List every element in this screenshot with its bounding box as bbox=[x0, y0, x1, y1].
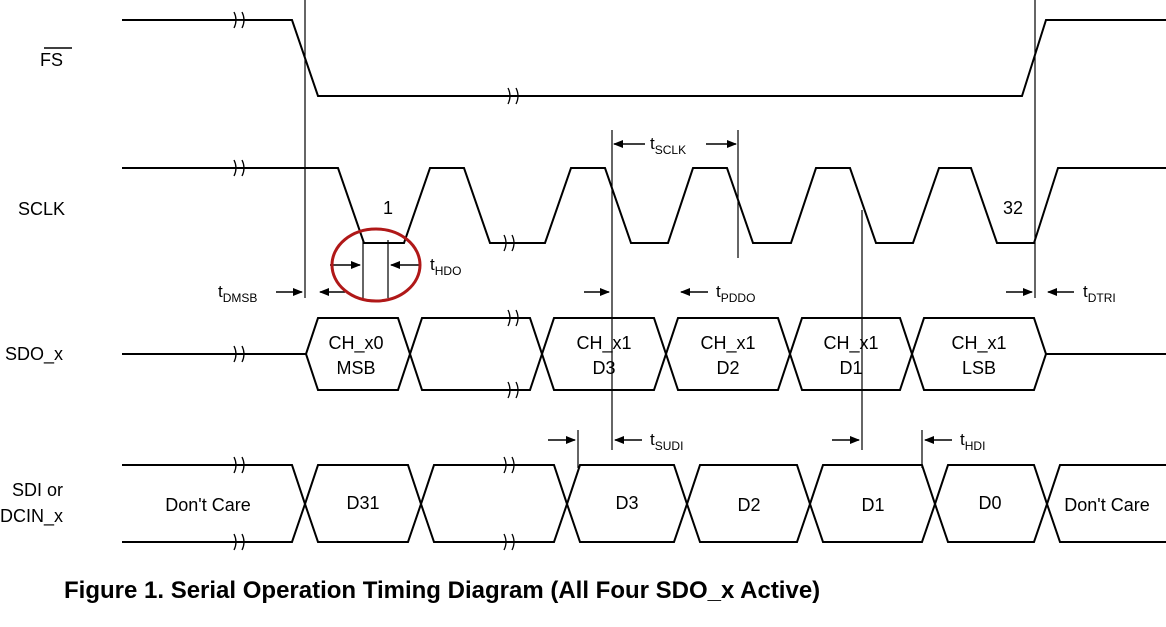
sdi-break-2 bbox=[233, 533, 245, 551]
sdo-cell-shape-gap bbox=[408, 317, 544, 391]
sdi-cell-6: Don't Care bbox=[1064, 495, 1149, 515]
fs-label: FS bbox=[40, 50, 63, 70]
sclk-edge-last: 32 bbox=[1003, 198, 1023, 218]
sdo-waveform: CH_x0 MSB CH_x1 D3 CH_x1 D2 CH_x1 D1 CH_… bbox=[122, 309, 1166, 399]
tdmsb-label: tDMSB bbox=[218, 282, 257, 305]
timing-annotations: tSCLK tHDO tDMSB tPDDO tDTRI tSUDI tHDI bbox=[218, 134, 1116, 453]
sclk-break-2 bbox=[503, 234, 515, 252]
sdi-break-1 bbox=[233, 456, 245, 474]
sdo-cell-2-line1: CH_x1 bbox=[700, 333, 755, 354]
sdi-cell-1: D31 bbox=[346, 493, 379, 513]
sdo-cell-shape-4 bbox=[910, 317, 1048, 391]
sdo-cell-1-line1: CH_x1 bbox=[576, 333, 631, 354]
sdi-waveform: Don't Care D31 D3 D2 D1 D0 Don't Care bbox=[122, 456, 1166, 551]
sdo-cell-2-line2: D2 bbox=[716, 358, 739, 378]
sdo-break-2 bbox=[507, 309, 519, 327]
highlight-circle bbox=[330, 227, 422, 303]
sdi-cell-2: D3 bbox=[615, 493, 638, 513]
sdo-cell-1-line2: D3 bbox=[592, 358, 615, 378]
sdo-cell-shape-1 bbox=[540, 317, 668, 391]
figure-caption: Figure 1. Serial Operation Timing Diagra… bbox=[64, 577, 820, 604]
sclk-edge-first: 1 bbox=[383, 198, 393, 218]
tsclk-label: tSCLK bbox=[650, 134, 686, 157]
sdi-cell-5: D0 bbox=[978, 493, 1001, 513]
signal-labels: FS SCLK SDO_x SDI or DCIN_x bbox=[0, 47, 72, 527]
sdo-cell-4-line1: CH_x1 bbox=[951, 333, 1006, 354]
sdi-label-line2: DCIN_x bbox=[0, 506, 63, 527]
guide-lines bbox=[304, 0, 1036, 468]
sdo-break-3 bbox=[507, 381, 519, 399]
sdo-cell-3-line2: D1 bbox=[839, 358, 862, 378]
sdo-cell-3-line1: CH_x1 bbox=[823, 333, 878, 354]
sdo-cell-shape-2 bbox=[664, 317, 792, 391]
sclk-trace bbox=[122, 167, 1166, 244]
sdo-cell-shape-0 bbox=[304, 317, 412, 391]
sclk-waveform: 1 32 bbox=[122, 159, 1166, 252]
fs-break-2 bbox=[507, 87, 519, 105]
sclk-label: SCLK bbox=[18, 199, 65, 219]
sclk-break-1 bbox=[233, 159, 245, 177]
fs-break-1 bbox=[233, 11, 245, 29]
tsudi-label: tSUDI bbox=[650, 430, 683, 453]
sdi-break-4 bbox=[503, 533, 515, 551]
sdo-cell-0-line1: CH_x0 bbox=[328, 333, 383, 354]
sdi-label-line1: SDI or bbox=[12, 480, 63, 500]
thdo-label: tHDO bbox=[430, 255, 461, 278]
fs-trace bbox=[122, 19, 1166, 97]
sdi-cell-shape-gap bbox=[419, 464, 569, 543]
fs-waveform bbox=[122, 11, 1166, 105]
thdi-label: tHDI bbox=[960, 430, 985, 453]
sdi-cell-shape-6 bbox=[1045, 464, 1166, 543]
sdi-break-3 bbox=[503, 456, 515, 474]
sdi-cell-0: Don't Care bbox=[165, 495, 250, 515]
sdo-break-1 bbox=[233, 345, 245, 363]
sdi-cell-3: D2 bbox=[737, 495, 760, 515]
sdo-cell-4-line2: LSB bbox=[962, 358, 996, 378]
sdo-cell-shape-3 bbox=[788, 317, 914, 391]
sdo-label: SDO_x bbox=[5, 344, 63, 365]
sdo-cell-0-line2: MSB bbox=[336, 358, 375, 378]
tpddo-label: tPDDO bbox=[716, 282, 755, 305]
tdtri-label: tDTRI bbox=[1083, 282, 1116, 305]
sdi-cell-4: D1 bbox=[861, 495, 884, 515]
